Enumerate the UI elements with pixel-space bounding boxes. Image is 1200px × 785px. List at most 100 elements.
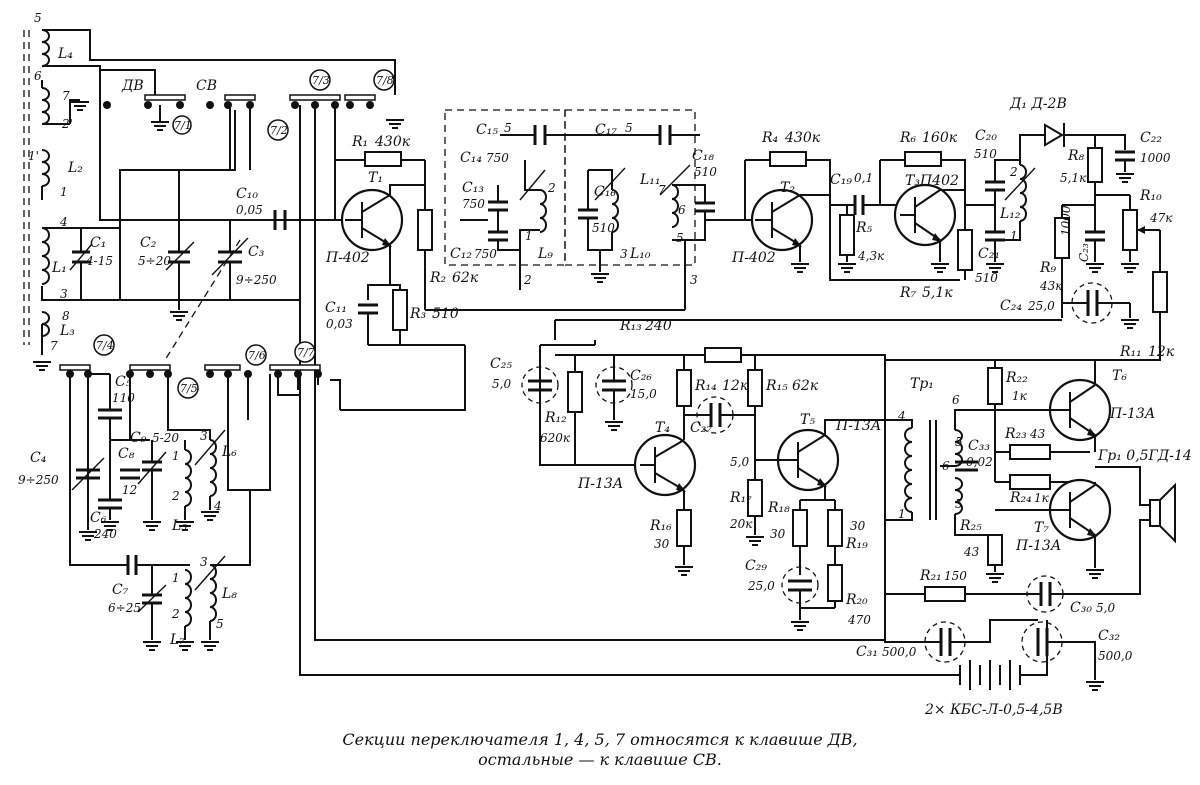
coil-L6 xyxy=(194,429,226,497)
label-R8: R₈ xyxy=(1067,148,1085,164)
label-switch-7-8: 7/8 xyxy=(376,74,394,87)
value-C19: 0,1 xyxy=(854,171,873,185)
value-C18: 510 xyxy=(694,165,717,179)
label-battery: 2× КБС-Л-0,5-4,5В xyxy=(924,702,1063,718)
capacitor-C12 xyxy=(488,230,508,242)
value-C1: 4-15 xyxy=(85,254,113,268)
marker-7-8 xyxy=(373,69,395,91)
capacitor-C11 xyxy=(358,303,465,346)
label-L9: L₉ xyxy=(537,246,553,262)
label-switch-7-3: 7/3 xyxy=(312,74,330,87)
label-L5: L₅ xyxy=(171,518,187,534)
label-C23: C₂₃ xyxy=(1077,243,1091,262)
label-R15: R₁₅ xyxy=(765,378,788,394)
value-R22: 1к xyxy=(1012,389,1028,403)
pin-5-L11: 5 xyxy=(676,231,684,245)
label-C20: C₂₀ xyxy=(975,128,997,144)
label-D1: Д₁ Д-2В xyxy=(1009,96,1067,112)
value-R14: 12к xyxy=(722,378,749,394)
label-T6: T₆ xyxy=(1112,368,1127,384)
resistor-R16 xyxy=(676,490,692,565)
resistor-R5 xyxy=(839,205,855,262)
label-T3: T₃П402 xyxy=(905,173,959,189)
label-L8: L₈ xyxy=(221,586,237,602)
resistor-R14 xyxy=(676,355,692,440)
label-switch-7-2: 7/2 xyxy=(270,124,288,137)
label-R5: R₅ xyxy=(855,220,873,236)
label-C10: C₁₀ xyxy=(236,186,258,202)
capacitor-C10 xyxy=(250,210,345,230)
label-C17: C₁₇ xyxy=(595,122,617,138)
capacitor-C18 xyxy=(695,201,715,213)
capacitor-C2 xyxy=(165,170,195,321)
value-C27: 5,0 xyxy=(730,455,749,469)
value-C32: 500,0 xyxy=(1098,649,1133,663)
label-C16: C₁₆ xyxy=(594,184,616,200)
label-switch-SV: СВ xyxy=(196,78,217,94)
value-R21: 150 xyxy=(944,569,967,583)
value-C26: 15,0 xyxy=(630,387,657,401)
capacitor-C5 xyxy=(98,374,122,440)
pin-1-L5: 1 xyxy=(172,449,180,463)
switch-section-bottom xyxy=(59,364,322,378)
label-C5: C₅ xyxy=(115,374,132,390)
pin-2-L7: 2 xyxy=(171,607,180,621)
transistor-T1 xyxy=(340,188,404,252)
label-R4: R₄ xyxy=(761,130,779,146)
label-C26: C₂₆ xyxy=(630,368,652,384)
label-C2: C₂ xyxy=(140,235,157,251)
value-R25: 43 xyxy=(963,545,980,559)
transformer-Tp1 xyxy=(904,420,963,520)
label-L2: L₂ xyxy=(67,160,83,176)
label-R3: R₃ xyxy=(409,306,427,322)
label-switch-7-4: 7/4 xyxy=(96,339,114,352)
transistor-T4 xyxy=(633,433,697,497)
label-C32: C₃₂ xyxy=(1098,628,1120,644)
pin-2-node: 2 xyxy=(523,273,532,287)
pin-4-Tp1: 4 xyxy=(897,409,906,423)
capacitor-C25 xyxy=(521,366,559,404)
pin-6-Tp1-mid: 6 xyxy=(942,459,950,473)
capacitor-C8 xyxy=(120,468,140,480)
pin-6-Tp1-top: 6 xyxy=(952,393,960,407)
value-R12: 620к xyxy=(540,431,571,445)
label-R20: R₂₀ xyxy=(845,592,868,608)
value-C11: 0,03 xyxy=(326,317,353,331)
type-T5: П-13А xyxy=(835,418,881,434)
coil-L7 xyxy=(184,569,192,627)
pin-7-L3: 7 xyxy=(50,339,58,353)
label-L3: L₃ xyxy=(59,323,75,339)
capacitor-C7 xyxy=(100,555,190,575)
value-C7: 6÷25 xyxy=(108,601,141,615)
value-R7: 5,1к xyxy=(922,285,953,301)
resistor-R17 xyxy=(747,479,763,535)
resistor-R4 xyxy=(769,151,807,167)
label-C3: C₃ xyxy=(248,244,265,260)
marker-7-1 xyxy=(172,115,192,135)
resistor-R1 xyxy=(335,151,425,167)
capacitor-C9 xyxy=(137,440,167,520)
resistor-R3 xyxy=(392,289,408,345)
value-C21: 510 xyxy=(975,271,998,285)
value-R1: 430к xyxy=(374,134,411,150)
coil-L4 xyxy=(41,29,50,67)
value-C8: 12 xyxy=(122,483,137,497)
type-T2: П-402 xyxy=(731,250,776,266)
coil-L11 xyxy=(659,164,691,228)
coil-L9 xyxy=(519,160,547,233)
value-R23: 43 xyxy=(1029,427,1046,441)
value-C25: 5,0 xyxy=(492,377,511,391)
capacitor-C7-trim xyxy=(137,565,167,640)
label-C13: C₁₃ xyxy=(462,180,484,196)
pin-4-L1: 4 xyxy=(59,215,68,229)
label-C11: C₁₁ xyxy=(325,300,347,316)
value-C2: 5÷20 xyxy=(138,254,171,268)
label-R7: R₇ xyxy=(899,285,917,301)
coil-L10 xyxy=(594,167,626,233)
capacitor-C33 xyxy=(955,460,978,472)
label-R19: R₁₉ xyxy=(845,536,868,552)
resistor-R2 xyxy=(417,209,433,310)
value-C22: 1000 xyxy=(1140,151,1171,165)
pin-3-L1: 3 xyxy=(60,287,68,301)
